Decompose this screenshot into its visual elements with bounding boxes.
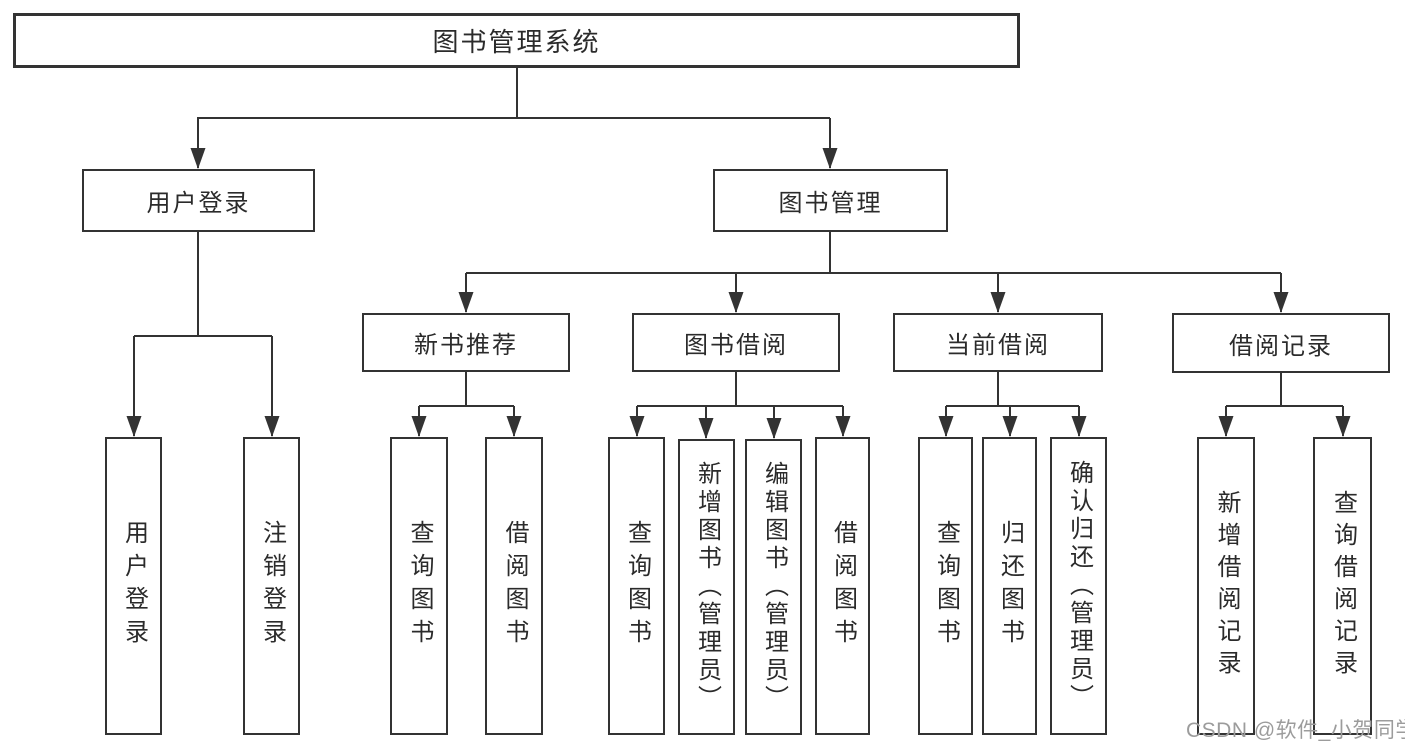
node-new-book-recommendation: 新书推荐 xyxy=(362,313,570,372)
watermark: CSDN @软件_小贺同学 xyxy=(1186,719,1405,742)
leaf-logout: 注销登录 xyxy=(243,437,300,735)
leaf-recommend-query-books-label: 查询图书 xyxy=(406,520,433,652)
leaf-borrowing-borrow-books-label: 借阅图书 xyxy=(829,520,857,652)
node-book-management: 图书管理 xyxy=(713,169,948,232)
leaf-current-confirm-return-admin: 确认归还（管理员） xyxy=(1050,437,1107,735)
node-borrowing-records: 借阅记录 xyxy=(1172,313,1390,373)
node-current-borrowing: 当前借阅 xyxy=(893,313,1103,372)
node-library-system: 图书管理系统 xyxy=(13,13,1020,68)
leaf-records-add-record-label: 新增借阅记录 xyxy=(1213,490,1240,682)
node-user-login: 用户登录 xyxy=(82,169,315,232)
leaf-current-confirm-return-admin-label: 确认归还（管理员） xyxy=(1065,460,1093,712)
leaf-current-return-books-label: 归还图书 xyxy=(996,520,1024,652)
leaf-borrowing-query-books: 查询图书 xyxy=(608,437,665,735)
leaf-recommend-borrow-books: 借阅图书 xyxy=(485,437,543,735)
leaf-records-add-record: 新增借阅记录 xyxy=(1197,437,1255,735)
leaf-borrowing-edit-books-admin: 编辑图书（管理员） xyxy=(745,439,802,735)
leaf-borrowing-query-books-label: 查询图书 xyxy=(623,520,651,652)
leaf-current-return-books: 归还图书 xyxy=(982,437,1037,735)
leaf-recommend-query-books: 查询图书 xyxy=(390,437,448,735)
leaf-borrowing-add-books-admin: 新增图书（管理员） xyxy=(678,439,735,735)
leaf-borrowing-edit-books-admin-label: 编辑图书（管理员） xyxy=(760,461,788,713)
leaf-logout-label: 注销登录 xyxy=(258,520,286,652)
leaf-records-query-record: 查询借阅记录 xyxy=(1313,437,1372,735)
leaf-borrowing-add-books-admin-label: 新增图书（管理员） xyxy=(693,461,721,713)
leaf-user-login-label: 用户登录 xyxy=(120,520,148,652)
leaf-user-login: 用户登录 xyxy=(105,437,162,735)
leaf-recommend-borrow-books-label: 借阅图书 xyxy=(501,520,528,652)
leaf-borrowing-borrow-books: 借阅图书 xyxy=(815,437,870,735)
leaf-current-query-books: 查询图书 xyxy=(918,437,973,735)
leaf-records-query-record-label: 查询借阅记录 xyxy=(1329,490,1357,682)
leaf-current-query-books-label: 查询图书 xyxy=(932,520,960,652)
node-book-borrowing: 图书借阅 xyxy=(632,313,840,372)
